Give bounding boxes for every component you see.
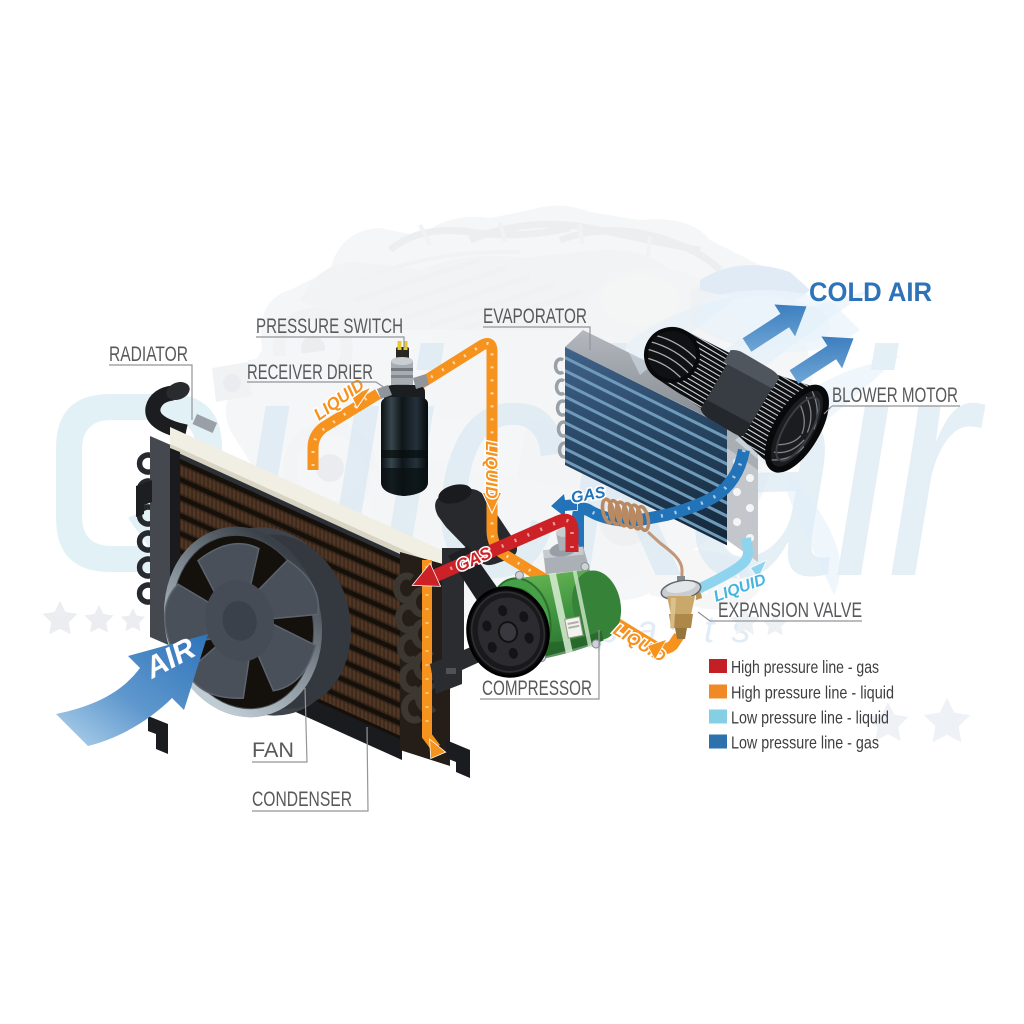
svg-text:EVAPORATOR: EVAPORATOR [483, 305, 587, 328]
svg-text:FAN: FAN [252, 739, 294, 762]
svg-text:CONDENSER: CONDENSER [252, 788, 352, 811]
svg-text:Low pressure line - liquid: Low pressure line - liquid [731, 708, 889, 728]
svg-text:BLOWER MOTOR: BLOWER MOTOR [832, 384, 958, 407]
svg-text:RADIATOR: RADIATOR [109, 343, 188, 366]
svg-text:PRESSURE SWITCH: PRESSURE SWITCH [256, 315, 403, 338]
svg-text:Low pressure line - gas: Low pressure line - gas [731, 733, 879, 753]
svg-text:High pressure line - liquid: High pressure line - liquid [731, 683, 894, 703]
svg-text:COLD AIR: COLD AIR [809, 277, 932, 307]
svg-text:EXPANSION VALVE: EXPANSION VALVE [718, 599, 862, 622]
svg-text:High pressure line - gas: High pressure line - gas [731, 657, 879, 677]
svg-text:COMPRESSOR: COMPRESSOR [482, 677, 592, 700]
svg-text:RECEIVER DRIER: RECEIVER DRIER [247, 361, 373, 384]
svg-text:LIQUID: LIQUID [482, 441, 501, 499]
